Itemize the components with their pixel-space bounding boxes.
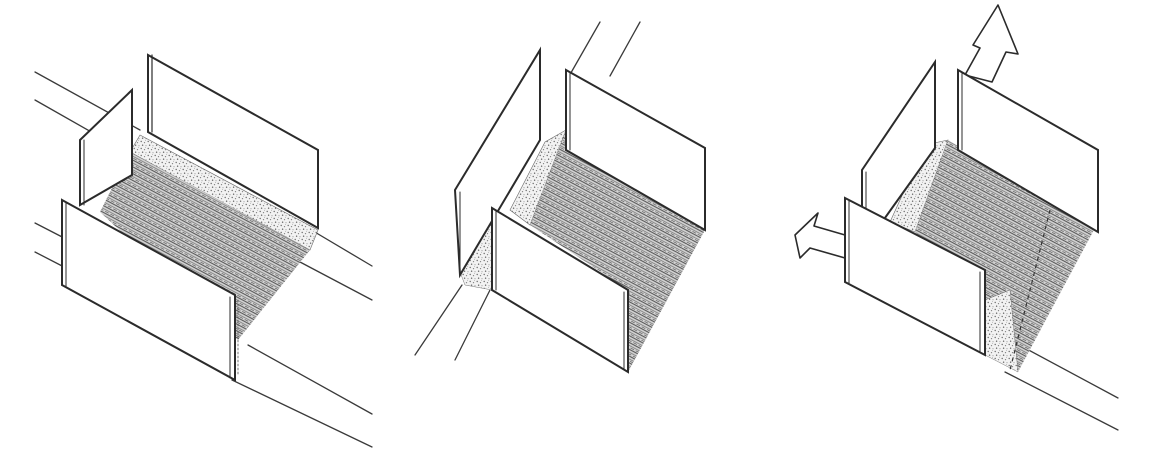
panel-3 [795,5,1118,430]
panel-2 [415,22,705,372]
panel-1 [35,55,372,447]
arrow-up-right-icon [965,5,1018,82]
arrow-left-icon [795,213,845,258]
